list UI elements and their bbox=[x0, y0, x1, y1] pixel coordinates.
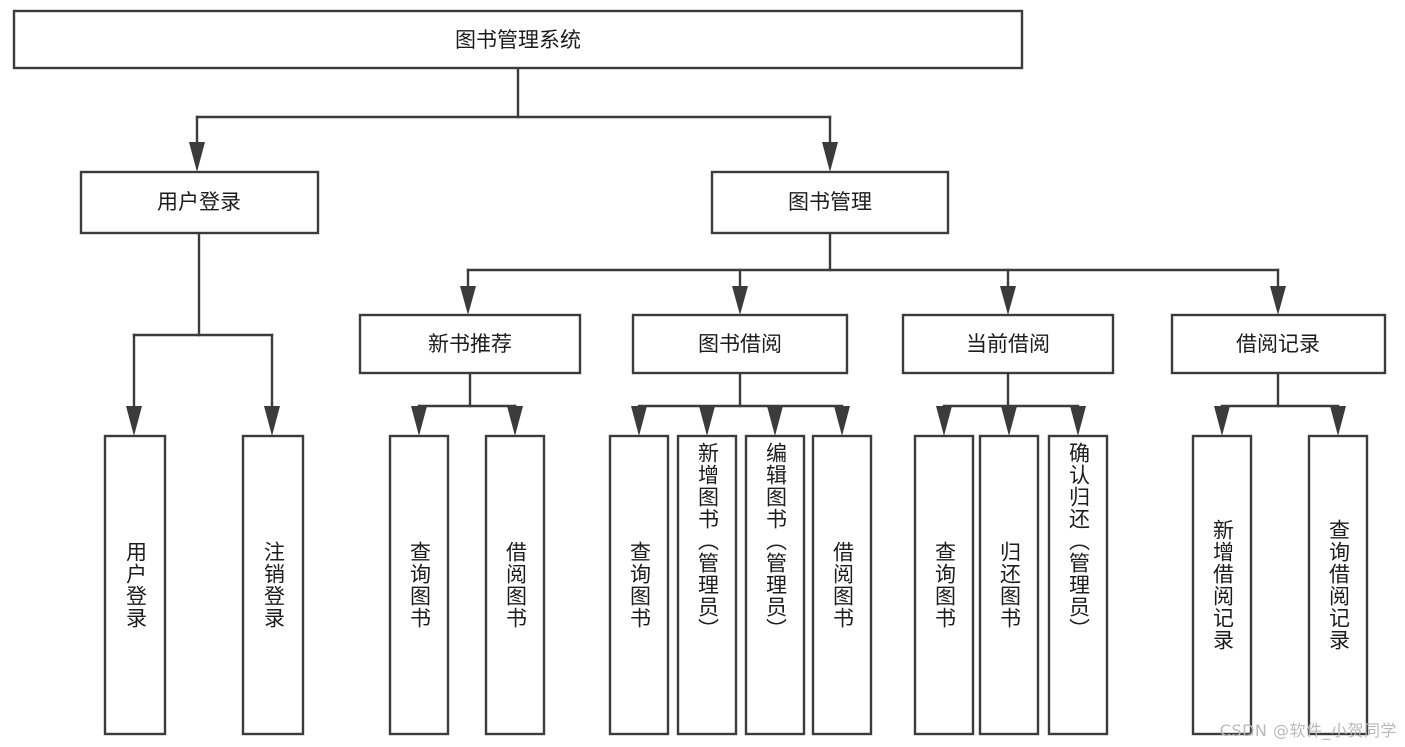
arrow-bookborrow-add bbox=[699, 406, 715, 436]
label-book-management: 图书管理 bbox=[788, 190, 872, 214]
arrow-newbook-query bbox=[411, 406, 427, 436]
leaf-record-add-record[interactable] bbox=[1191, 434, 1253, 736]
arrow-record-add bbox=[1214, 406, 1230, 436]
arrow-bookborrow-query bbox=[631, 406, 647, 436]
leaf-borrow-edit-book-admin[interactable] bbox=[744, 434, 806, 736]
connector-group-root bbox=[189, 66, 838, 172]
leaf-logout[interactable] bbox=[241, 434, 305, 736]
arrow-bookborrow-borrow bbox=[834, 406, 850, 436]
leaf-current-query-book[interactable] bbox=[913, 434, 975, 736]
connector-group-currentborrow bbox=[936, 371, 1086, 436]
node-current-borrow[interactable] bbox=[901, 313, 1115, 375]
connector-group-borrowrecord bbox=[1214, 371, 1346, 436]
connector-group-user-login bbox=[126, 231, 280, 436]
arrow-current-confirm bbox=[1070, 406, 1086, 436]
leaf-newbook-borrow-book[interactable] bbox=[484, 434, 546, 736]
node-book-borrow[interactable] bbox=[631, 313, 849, 375]
label-book-borrow: 图书借阅 bbox=[698, 332, 782, 356]
arrow-leaf-user-login bbox=[126, 406, 142, 436]
node-new-book-recommend[interactable] bbox=[358, 313, 582, 375]
label-root-book-system: 图书管理系统 bbox=[455, 28, 581, 52]
arrow-to-user-login bbox=[189, 142, 205, 172]
arrow-to-borrowrecord bbox=[1270, 286, 1286, 315]
arrow-leaf-logout bbox=[264, 406, 280, 436]
leaf-user-login[interactable] bbox=[103, 434, 167, 736]
arrow-to-newbook bbox=[460, 286, 476, 315]
connector-group-book-mgmt bbox=[460, 231, 1286, 315]
arrow-bookborrow-edit bbox=[767, 406, 783, 436]
leaf-record-query-record[interactable] bbox=[1307, 434, 1369, 736]
leaf-borrow-borrow-book[interactable] bbox=[811, 434, 873, 736]
arrow-to-book-mgmt bbox=[822, 142, 838, 172]
label-current-borrow: 当前借阅 bbox=[966, 332, 1050, 356]
leaf-borrow-query-book[interactable] bbox=[608, 434, 670, 736]
node-book-management[interactable] bbox=[710, 170, 950, 235]
connector-group-newbook bbox=[411, 371, 523, 436]
arrow-to-bookborrow bbox=[732, 286, 748, 315]
leaf-borrow-add-book-admin[interactable] bbox=[676, 434, 738, 736]
csdn-watermark: CSDN @软件_小贺同学 bbox=[1219, 721, 1397, 740]
node-borrow-record[interactable] bbox=[1170, 313, 1387, 375]
node-root-book-system[interactable] bbox=[12, 9, 1024, 70]
leaf-newbook-query-book[interactable] bbox=[388, 434, 450, 736]
arrow-record-query bbox=[1330, 406, 1346, 436]
arrow-newbook-borrow bbox=[507, 406, 523, 436]
label-user-login: 用户登录 bbox=[157, 190, 241, 214]
node-user-login[interactable] bbox=[79, 170, 320, 235]
leaf-current-return-book[interactable] bbox=[978, 434, 1040, 736]
label-borrow-record: 借阅记录 bbox=[1236, 332, 1320, 356]
connector-group-bookborrow bbox=[631, 371, 850, 436]
arrow-current-query bbox=[936, 406, 952, 436]
arrow-to-currentborrow bbox=[1000, 286, 1016, 315]
arrow-current-return bbox=[1001, 406, 1017, 436]
leaf-current-confirm-return-admin[interactable] bbox=[1047, 434, 1109, 736]
label-new-book-recommend: 新书推荐 bbox=[428, 332, 512, 356]
